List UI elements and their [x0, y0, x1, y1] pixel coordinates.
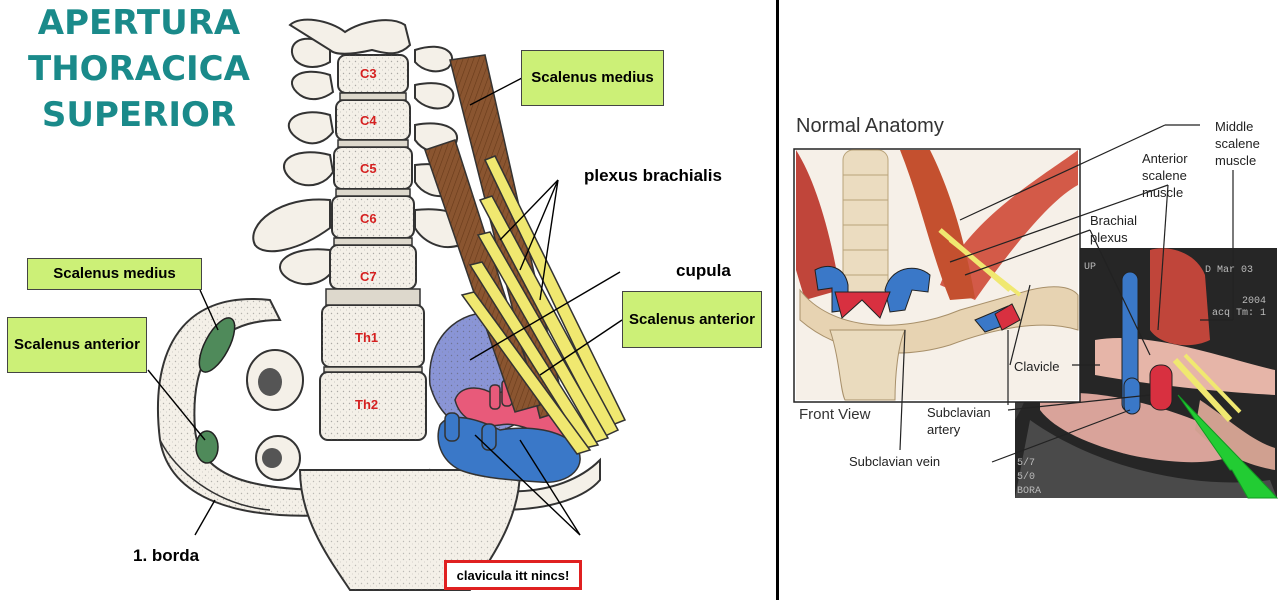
page-title: APERTURA THORACICA SUPERIOR	[20, 0, 258, 138]
label-anterior-scalene: Anterior scalene muscle	[1142, 151, 1188, 200]
label-scalenus-medius-left: Scalenus medius	[27, 258, 202, 290]
label-scalenus-anterior-right: Scalenus anterior	[622, 291, 762, 348]
label-clavicle: Clavicle	[1014, 359, 1060, 374]
right-leader-lines	[899, 124, 1234, 463]
vertebra-label-th2: Th2	[355, 397, 379, 412]
label-first-rib: 1. borda	[133, 546, 200, 565]
panel-divider	[776, 0, 779, 600]
vertebra-label-c5: C5	[360, 161, 377, 176]
label-subclavian-artery: Subclavian artery	[927, 405, 991, 437]
scalenus-medius-attachment	[198, 317, 236, 373]
intervertebral-discs	[323, 92, 423, 373]
label-scalenus-anterior-left: Scalenus anterior	[7, 317, 147, 373]
mri-text-up: UP	[1084, 262, 1097, 273]
left-leader-lines	[147, 77, 623, 536]
label-front-view: Front View	[799, 406, 871, 423]
label-middle-scalene: Middle scalene muscle	[1215, 119, 1260, 168]
vertebra-label-c7: C7	[360, 269, 377, 284]
right-title: Normal Anatomy	[796, 115, 944, 137]
mri-text-acq: acq Tm: 1	[1212, 308, 1267, 319]
label-scalenus-medius-top: Scalenus medius	[521, 50, 664, 106]
mri-text-a: 5/7	[1017, 458, 1036, 469]
label-cupula: cupula	[676, 261, 731, 280]
mri-text-b: 5/0	[1017, 472, 1036, 483]
title-line-3: SUPERIOR	[41, 95, 237, 135]
vertebra-label-th1: Th1	[355, 330, 379, 345]
note-clavicula-missing: clavicula itt nincs!	[444, 560, 582, 590]
title-line-2: THORACICA	[28, 49, 250, 89]
mri-text-c: BORA	[1017, 486, 1042, 497]
green-pointer	[1177, 394, 1279, 499]
mri-text-date: D Mar 03	[1205, 265, 1254, 276]
scalenus-anterior-attachment	[195, 430, 219, 464]
label-plexus-brachialis: plexus brachialis	[584, 166, 722, 185]
vertebra-label-c3: C3	[360, 66, 377, 81]
vertebra-label-c4: C4	[360, 113, 377, 128]
plexus-brachialis	[460, 155, 627, 455]
title-line-1: APERTURA	[37, 3, 241, 43]
mri-text-year: 2004	[1242, 296, 1267, 307]
vertebra-label-c6: C6	[360, 211, 377, 226]
label-subclavian-vein: Subclavian vein	[849, 454, 941, 469]
foramina	[258, 368, 282, 468]
label-brachial-plexus: Brachial plexus	[1090, 213, 1137, 245]
